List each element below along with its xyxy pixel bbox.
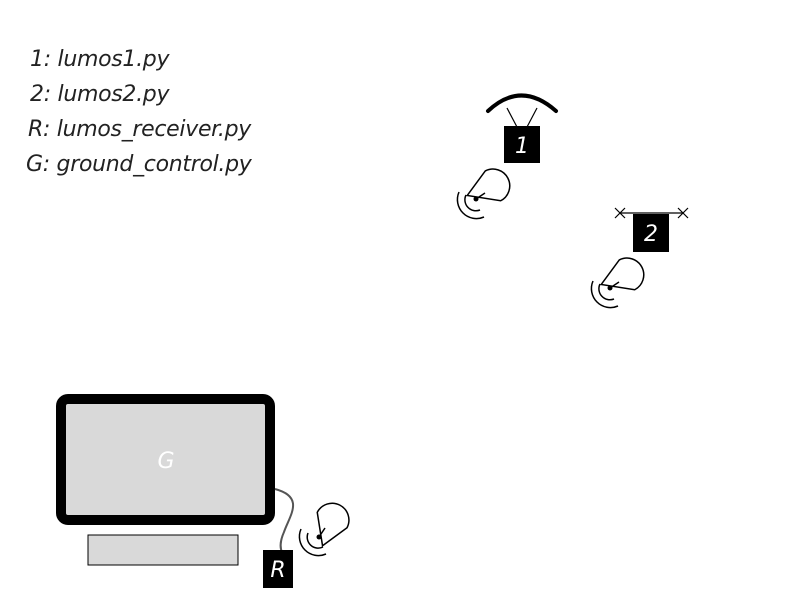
node-lumos2: 2 xyxy=(614,207,689,252)
node-label-1: 1 xyxy=(515,134,529,159)
legend: 1: lumos1.py 2: lumos2.py R: lumos_recei… xyxy=(26,42,252,182)
node-receiver: R xyxy=(263,550,293,588)
legend-item-1: 1: lumos1.py xyxy=(30,47,170,72)
node-box-2 xyxy=(633,214,669,252)
monitor-icon xyxy=(56,394,275,525)
legend-item-g: G: ground_control.py xyxy=(26,152,252,177)
node-box-1 xyxy=(504,126,540,163)
satellite-dish-icon xyxy=(298,502,350,557)
legend-item-2: 2: lumos2.py xyxy=(30,82,170,107)
node-lumos1: 1 xyxy=(486,93,558,163)
keyboard-icon xyxy=(87,534,239,566)
node-label-r: R xyxy=(270,558,285,583)
cable xyxy=(274,488,295,553)
antenna-leg-right xyxy=(526,107,538,128)
legend-item-r: R: lumos_receiver.py xyxy=(28,117,251,142)
node-label-g: G xyxy=(157,449,174,474)
arc-antenna-icon xyxy=(486,93,558,113)
antenna-leg-left xyxy=(506,107,518,128)
satellite-dish-icon xyxy=(456,168,511,220)
satellite-dish-icon xyxy=(590,257,645,309)
node-label-2: 2 xyxy=(644,222,658,247)
ground-control: G xyxy=(56,394,275,566)
node-box-r xyxy=(263,550,293,588)
